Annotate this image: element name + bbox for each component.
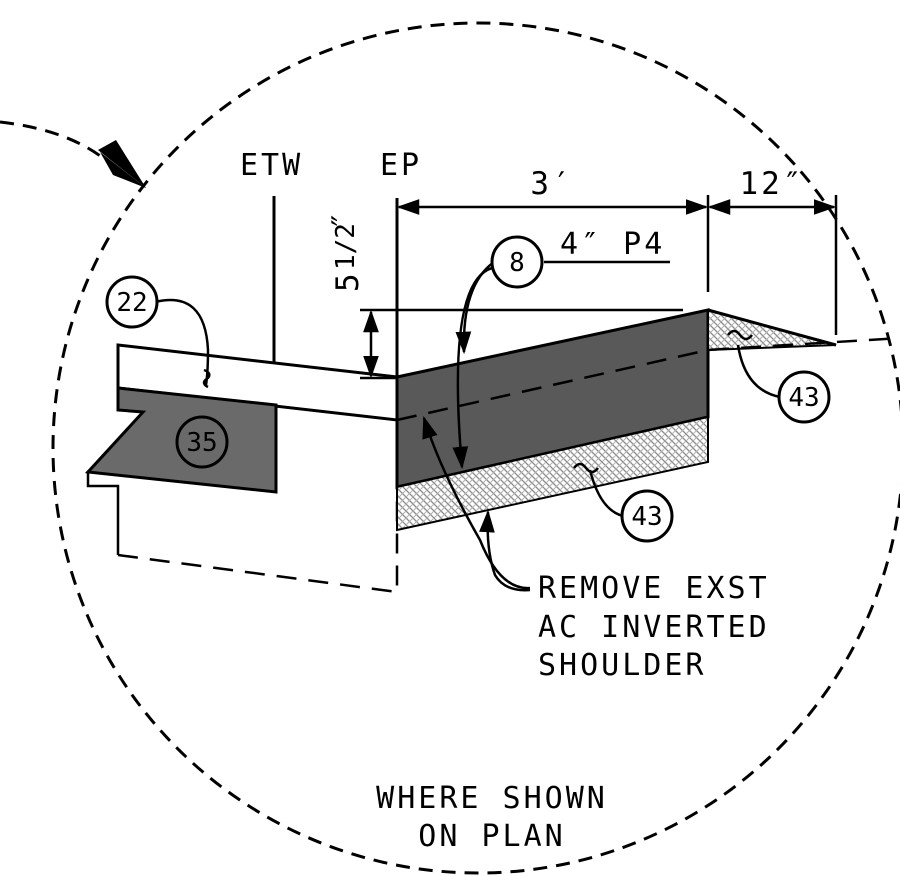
detail-boundary-circle xyxy=(51,21,900,875)
callout-35-label: 35 xyxy=(186,428,217,458)
pave-note: 4″ P4 xyxy=(560,227,665,262)
remove-note-line3: SHOULDER xyxy=(538,648,707,683)
callout-22-leader xyxy=(154,298,210,386)
thickness-fraction: 1/2 xyxy=(331,223,361,270)
callout-43-top-leader xyxy=(736,344,781,399)
thickness-dim-text: 5 1/2 ″ xyxy=(326,208,366,292)
ep-label: EP xyxy=(380,148,422,183)
remove-note-line1: REMOVE EXST xyxy=(538,571,770,606)
dim-3ft-text: 3′ xyxy=(530,166,573,202)
shoulder-hatched-base xyxy=(396,415,709,532)
detail-leader-arrowhead xyxy=(100,152,146,188)
callout-43-bottom-squiggle xyxy=(573,462,599,474)
callout-43-top-label: 43 xyxy=(788,383,819,413)
callout-8-leader-a xyxy=(455,260,495,355)
thickness-whole: 5 xyxy=(330,270,366,292)
subgrade-outline xyxy=(86,472,120,555)
callout-8-circle xyxy=(490,235,544,289)
remove-note-line2: AC INVERTED xyxy=(538,610,770,645)
dim-12in-text: 12″ xyxy=(740,166,805,202)
where-note-line1: WHERE SHOWN xyxy=(376,781,608,816)
callout-43-top-squiggle xyxy=(727,329,753,341)
outer-slope-line xyxy=(707,308,837,347)
detail-leader-arc xyxy=(0,120,109,164)
callout-8-leader-b xyxy=(452,266,493,470)
thickness-inch-mark: ″ xyxy=(326,208,362,230)
detail-leader-arrowhead-2 xyxy=(98,140,146,188)
remove-leader-b xyxy=(479,509,531,592)
callout-8-label: 8 xyxy=(509,248,525,278)
callout-43-top-circle xyxy=(777,370,831,424)
callout-43-bottom-label: 43 xyxy=(631,502,662,532)
callout-22-label: 22 xyxy=(116,288,147,318)
remove-leader-a xyxy=(422,415,531,590)
callout-22-squiggle xyxy=(202,368,211,389)
callout-43-bottom-leader xyxy=(588,469,624,518)
callout-22-circle xyxy=(105,275,159,329)
etw-label: ETW xyxy=(240,148,303,183)
where-note-line2: ON PLAN xyxy=(418,819,565,854)
callout-43-bottom-circle xyxy=(620,489,674,543)
existing-ground-dashed xyxy=(396,336,900,422)
callout-35-circle xyxy=(175,415,229,469)
